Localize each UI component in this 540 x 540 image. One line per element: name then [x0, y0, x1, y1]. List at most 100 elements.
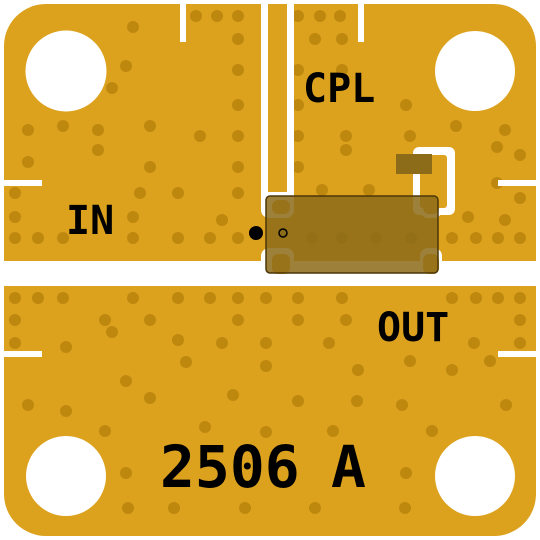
- via-icon: [144, 314, 156, 326]
- via-icon: [172, 232, 184, 244]
- via-icon: [446, 364, 458, 376]
- via-icon: [204, 232, 216, 244]
- via-icon: [314, 10, 326, 22]
- via-icon: [334, 10, 346, 22]
- via-icon: [470, 292, 482, 304]
- via-icon: [470, 232, 482, 244]
- via-icon: [120, 375, 132, 387]
- cpl-gap-right: [287, 4, 294, 204]
- via-icon: [9, 292, 21, 304]
- via-icon: [292, 161, 304, 173]
- via-icon: [426, 425, 438, 437]
- via-icon: [399, 502, 411, 514]
- mounting-hole-top-left-icon: [25, 30, 107, 112]
- via-icon: [168, 502, 180, 514]
- right-stub-bottom: [498, 351, 536, 357]
- via-icon: [239, 502, 251, 514]
- via-icon: [106, 326, 118, 338]
- via-icon: [22, 156, 34, 168]
- via-icon: [514, 314, 526, 326]
- via-icon: [216, 214, 228, 226]
- via-icon: [514, 149, 526, 161]
- part-number-label: 2506: [160, 433, 300, 501]
- via-icon: [120, 467, 132, 479]
- via-icon: [484, 355, 496, 367]
- via-icon: [127, 211, 139, 223]
- right-stub-top: [498, 180, 536, 186]
- via-icon: [260, 360, 272, 372]
- via-icon: [396, 399, 408, 411]
- via-icon: [232, 99, 244, 111]
- top-stub-left: [180, 4, 186, 42]
- via-icon: [172, 334, 184, 346]
- mounting-holes: [25, 30, 515, 516]
- via-icon: [232, 64, 244, 76]
- via-icon: [514, 337, 526, 349]
- via-icon: [172, 292, 184, 304]
- via-icon: [292, 130, 304, 142]
- via-icon: [9, 314, 21, 326]
- via-icon: [60, 341, 72, 353]
- via-icon: [232, 292, 244, 304]
- via-icon: [404, 130, 416, 142]
- via-icon: [340, 314, 352, 326]
- via-icon: [499, 124, 511, 136]
- via-icon: [292, 314, 304, 326]
- via-icon: [32, 292, 44, 304]
- via-icon: [468, 337, 480, 349]
- via-icon: [292, 292, 304, 304]
- via-icon: [232, 10, 244, 22]
- via-icon: [190, 10, 202, 22]
- via-icon: [172, 187, 184, 199]
- top-stub-right: [358, 4, 364, 42]
- pin1-dot-icon: [249, 226, 263, 240]
- via-icon: [232, 130, 244, 142]
- cpl-label: CPL: [303, 66, 375, 112]
- via-icon: [216, 337, 228, 349]
- via-icon: [99, 314, 111, 326]
- via-icon: [122, 502, 134, 514]
- via-icon: [144, 392, 156, 404]
- via-icon: [492, 292, 504, 304]
- via-icon: [227, 389, 239, 401]
- via-icon: [260, 292, 272, 304]
- via-icon: [57, 292, 69, 304]
- via-icon: [22, 124, 34, 136]
- via-icon: [144, 120, 156, 132]
- via-icon: [292, 64, 304, 76]
- via-icon: [309, 502, 321, 514]
- via-icon: [57, 120, 69, 132]
- via-icon: [106, 82, 118, 94]
- via-icon: [127, 232, 139, 244]
- left-stub-bottom: [4, 351, 42, 357]
- left-stub-top: [4, 180, 42, 186]
- via-icon: [491, 141, 503, 153]
- via-icon: [144, 161, 156, 173]
- via-icon: [120, 60, 132, 72]
- via-icon: [462, 211, 474, 223]
- via-icon: [134, 187, 146, 199]
- via-icon: [232, 161, 244, 173]
- via-icon: [400, 467, 412, 479]
- via-icon: [336, 64, 348, 76]
- cpl-gap-left: [261, 4, 268, 204]
- via-icon: [309, 33, 321, 45]
- via-icon: [92, 124, 104, 136]
- via-icon: [292, 10, 304, 22]
- via-icon: [232, 187, 244, 199]
- via-icon: [316, 184, 328, 196]
- via-icon: [32, 232, 44, 244]
- via-icon: [400, 99, 412, 111]
- mounting-hole-top-right-icon: [435, 31, 515, 111]
- via-icon: [199, 421, 211, 433]
- via-icon: [260, 337, 272, 349]
- via-icon: [211, 10, 223, 22]
- mounting-hole-bottom-right-icon: [435, 436, 515, 516]
- out-label: OUT: [377, 305, 449, 351]
- via-icon: [340, 144, 352, 156]
- via-icon: [22, 399, 34, 411]
- via-icon: [492, 232, 504, 244]
- mounting-hole-bottom-left-icon: [26, 436, 106, 516]
- via-icon: [292, 395, 304, 407]
